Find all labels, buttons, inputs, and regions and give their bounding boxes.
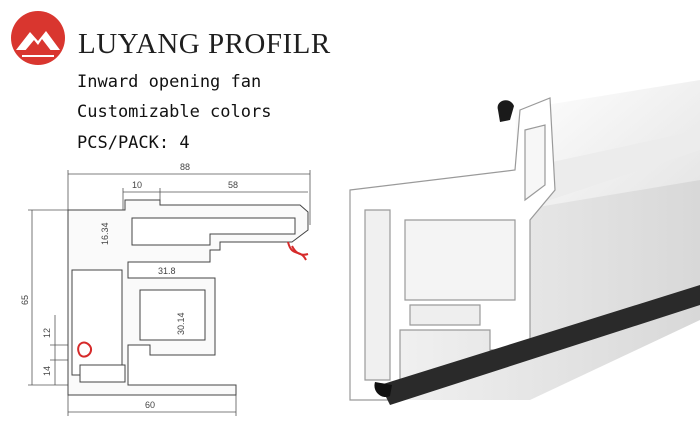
dim-right-span: 58 bbox=[228, 180, 238, 190]
pack-value: 4 bbox=[179, 133, 190, 153]
dim-inner-height: 30.14 bbox=[176, 312, 186, 335]
dim-total-height: 65 bbox=[20, 295, 30, 305]
cross-section-drawing: 88 10 58 16.34 31.8 30.14 65 12 14 60 bbox=[20, 162, 311, 416]
top-gasket bbox=[497, 100, 514, 122]
pack-label: PCS/PACK: bbox=[77, 133, 170, 153]
profile-3d-render bbox=[349, 80, 700, 405]
feature-opening-type: Inward opening fan bbox=[77, 72, 262, 92]
brand-title: LUYANG PROFILR bbox=[78, 28, 331, 60]
dim-mid-height: 12 bbox=[42, 328, 52, 338]
feature-colors: Customizable colors bbox=[77, 102, 272, 122]
dim-base-width: 60 bbox=[145, 400, 155, 410]
bottom-gasket bbox=[380, 285, 700, 405]
dim-total-width: 88 bbox=[180, 162, 190, 172]
brand-logo-icon bbox=[11, 11, 65, 65]
pack-quantity: PCS/PACK: 4 bbox=[77, 133, 190, 153]
dim-upper-height: 16.34 bbox=[100, 222, 110, 245]
dim-inner-width: 31.8 bbox=[158, 266, 176, 276]
dim-left-offset: 10 bbox=[132, 180, 142, 190]
dim-bottom-height: 14 bbox=[42, 366, 52, 376]
